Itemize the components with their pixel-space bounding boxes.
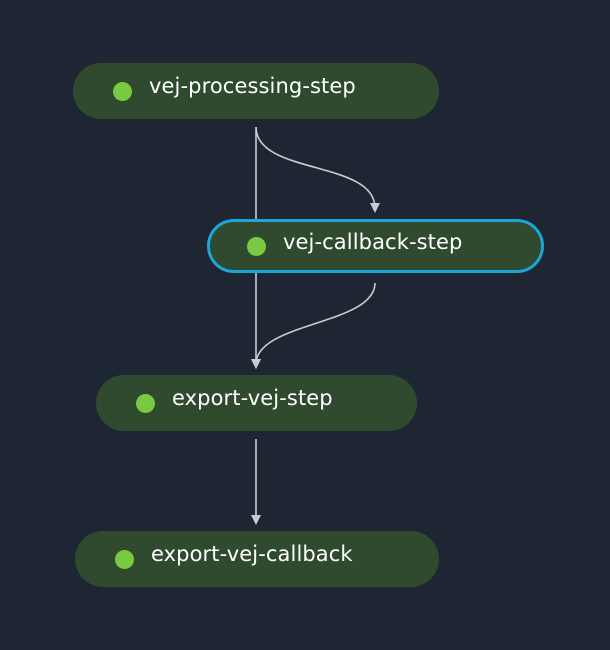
edge-callback-to-export — [251, 282, 376, 369]
node-label: export-vej-callback — [151, 542, 353, 566]
node-export-vej-callback[interactable]: export-vej-callback — [75, 531, 439, 587]
node-export-vej-step[interactable]: export-vej-step — [96, 375, 417, 431]
status-success-icon — [247, 236, 266, 256]
node-label: export-vej-step — [172, 386, 333, 410]
status-success-icon — [115, 549, 134, 569]
status-success-icon — [136, 393, 155, 413]
node-label: vej-processing-step — [149, 74, 356, 98]
node-label: vej-callback-step — [283, 230, 463, 254]
status-success-icon — [113, 81, 132, 101]
node-vej-callback-step[interactable]: vej-callback-step — [207, 219, 544, 273]
edge-processing-to-callback — [255, 126, 380, 213]
node-vej-processing-step[interactable]: vej-processing-step — [73, 63, 439, 119]
